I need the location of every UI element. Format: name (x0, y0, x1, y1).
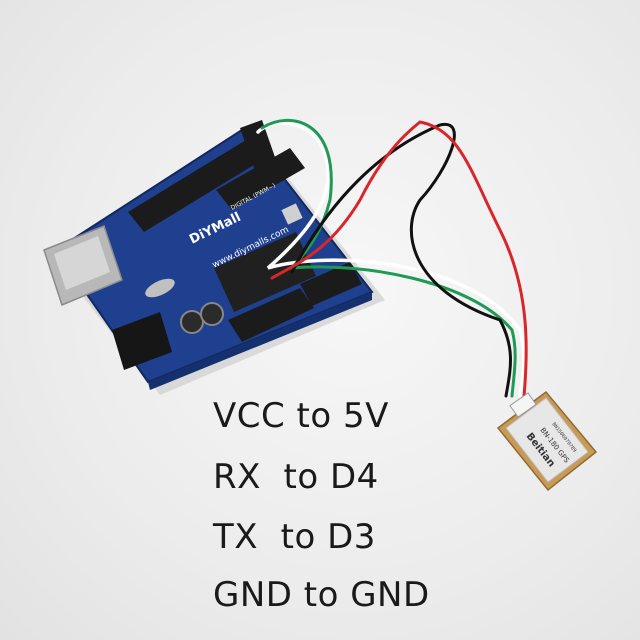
arduino-board: DiYMall www.diymalls.com DIGITAL (PWM~) (43, 120, 374, 390)
header-analog (300, 262, 362, 306)
caption-tx: TX to D3 (213, 517, 376, 557)
header-digital-left (128, 140, 262, 232)
atmega-chip (214, 232, 316, 312)
gps-module: Beitian BN-180 GPS BN1506070789 (496, 390, 598, 492)
header-digital-right (216, 148, 305, 210)
pcb-edge (148, 292, 372, 390)
gps-connector (509, 392, 537, 418)
caption-vcc: VCC to 5V (213, 396, 389, 436)
caption-gnd: GND to GND (213, 575, 430, 615)
usb-face (54, 236, 110, 290)
capacitor-2 (200, 302, 224, 326)
header-tall (240, 120, 276, 168)
gps-shield (505, 397, 589, 483)
crystal (145, 278, 175, 298)
caption-rx: RX to D4 (213, 457, 379, 497)
dc-jack (112, 312, 172, 370)
reset-button (281, 203, 303, 225)
jumper-wires (256, 119, 528, 398)
wire-gnd (290, 122, 512, 398)
wire-tx (256, 121, 526, 398)
wire-rx (260, 119, 517, 398)
wire-vcc (270, 120, 528, 398)
header-power (228, 288, 314, 342)
capacitor-1 (180, 310, 204, 334)
